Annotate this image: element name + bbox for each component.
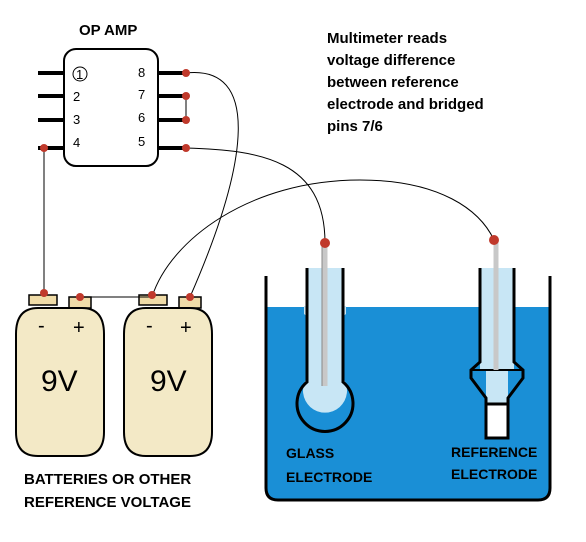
pin-label-8: 8: [138, 65, 145, 80]
glass-electrode-label-1: GLASS: [286, 445, 334, 461]
note-line-2: voltage difference: [327, 52, 455, 69]
glass-electrode-outline: [295, 268, 355, 433]
battery-2-minus-sign: -: [146, 315, 153, 337]
battery-2-voltage: 9V: [150, 365, 187, 398]
dot-glass-electrode: [320, 238, 330, 248]
connection-dots: [40, 69, 499, 301]
note-line-3: between reference: [327, 74, 459, 91]
pin-1-marker-icon: [72, 66, 88, 82]
pin-label-7: 7: [138, 87, 145, 102]
reference-electrode: REFERENCE ELECTRODE: [451, 240, 537, 482]
dot-pin6: [182, 116, 190, 124]
reference-electrode-outline: [469, 268, 525, 404]
pin-label-5: 5: [138, 134, 145, 149]
battery-1-body: [15, 307, 105, 457]
note-line-4: electrode and bridged: [327, 96, 484, 113]
dot-pin5: [182, 144, 190, 152]
pin-label-3: 3: [73, 112, 80, 127]
wire-pin5-to-glass-electrode: [185, 147, 326, 244]
dot-battery1-minus: [40, 289, 48, 297]
dot-battery2-minus: [148, 291, 156, 299]
dot-battery2-plus: [186, 293, 194, 301]
reference-electrode-label-1: REFERENCE: [451, 444, 537, 460]
note-line-5: pins 7/6: [327, 118, 383, 135]
multimeter-note: Multimeter reads voltage difference betw…: [327, 30, 484, 135]
reference-electrode-label-2: ELECTRODE: [451, 466, 537, 482]
pin-label-1: 1: [76, 67, 83, 82]
battery-1-voltage: 9V: [41, 365, 78, 398]
wiring: [43, 72, 495, 298]
batteries-caption-2: REFERENCE VOLTAGE: [24, 494, 191, 511]
wire-battery-to-reference-electrode: [151, 179, 495, 298]
reference-electrode-tip: [484, 402, 510, 440]
battery-2-plus-sign: +: [180, 317, 192, 339]
glass-electrode: GLASS ELECTRODE: [286, 243, 372, 485]
glass-electrode-label-2: ELECTRODE: [286, 469, 372, 485]
dot-battery1-plus: [76, 293, 84, 301]
wire-pin8-to-battery2-plus: [185, 72, 239, 298]
beaker-outline: [264, 276, 552, 502]
op-amp-body: [63, 48, 159, 167]
battery-1-minus-sign: -: [38, 315, 45, 337]
dot-pin7: [182, 92, 190, 100]
note-line-1: Multimeter reads: [327, 30, 447, 47]
op-amp-title: OP AMP: [79, 22, 137, 39]
battery-2: - + 9V: [123, 294, 213, 457]
dot-pin4: [40, 144, 48, 152]
pin-label-6: 6: [138, 110, 145, 125]
pin-label-2: 2: [73, 89, 80, 104]
pin-label-4: 4: [73, 135, 80, 150]
dot-reference-electrode: [489, 235, 499, 245]
battery-1-plus-sign: +: [73, 317, 85, 339]
battery-1: - + 9V: [15, 294, 105, 457]
batteries-caption-1: BATTERIES OR OTHER: [24, 471, 191, 488]
battery-2-body: [123, 307, 213, 457]
op-amp-chip: OP AMP 1 2 3 4 8 7 6 5: [38, 22, 186, 167]
dot-pin8: [182, 69, 190, 77]
